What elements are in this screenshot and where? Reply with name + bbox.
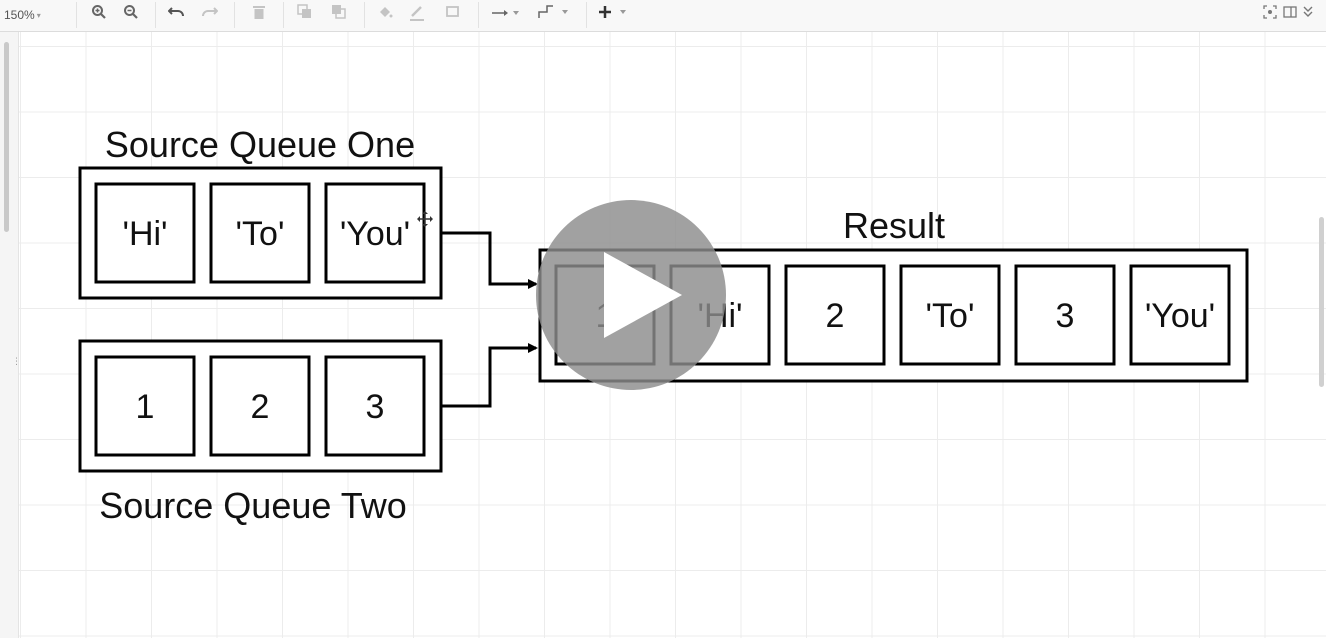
fill-color-icon[interactable] [374, 4, 396, 26]
toolbar-separator [76, 2, 77, 28]
zoom-dropdown[interactable]: 150%▾ [4, 4, 60, 26]
format-panel-icon[interactable] [1282, 4, 1298, 26]
source-queue-two-title: Source Queue Two [99, 485, 407, 526]
queue-cell-label: 'To' [236, 215, 285, 253]
scrollbar-thumb[interactable] [1319, 217, 1324, 387]
zoom-label: 150% [4, 8, 35, 22]
redo-icon[interactable] [198, 4, 220, 26]
connector-arrow[interactable] [441, 343, 538, 408]
result-cell[interactable] [1014, 264, 1116, 366]
result-cell[interactable] [899, 264, 1001, 366]
fit-icon[interactable] [1262, 4, 1278, 26]
queue-cell[interactable] [324, 182, 426, 284]
play-button[interactable] [536, 200, 726, 390]
zoom-in-icon[interactable] [88, 4, 110, 26]
collapse-icon[interactable] [1300, 4, 1316, 26]
queue-cell-label: 1 [136, 388, 155, 426]
queue-cell[interactable] [94, 182, 196, 284]
connector-arrow[interactable] [441, 231, 538, 289]
undo-icon[interactable] [166, 4, 188, 26]
toolbar-separator [364, 2, 365, 28]
play-icon [604, 252, 682, 338]
left-scrollbar[interactable] [0, 32, 19, 638]
result-cell-label: 2 [826, 297, 845, 335]
to-front-icon[interactable] [294, 4, 316, 26]
right-scrollbar[interactable] [1318, 32, 1326, 638]
connection-icon[interactable] [488, 4, 524, 26]
delete-icon[interactable] [248, 4, 270, 26]
scrollbar-thumb[interactable] [4, 42, 9, 232]
result-title: Result [843, 205, 945, 246]
result-cell-label: 'You' [1145, 297, 1215, 335]
queue-cell[interactable] [209, 355, 311, 457]
shadow-icon[interactable] [442, 4, 464, 26]
toolbar-separator [234, 2, 235, 28]
toolbar-separator [155, 2, 156, 28]
toolbar-separator [586, 2, 587, 28]
queue-cell[interactable] [324, 355, 426, 457]
result-cell-label: 'To' [926, 297, 975, 335]
toolbar: 150%▾ [0, 0, 1326, 32]
queue-cell-label: 3 [366, 388, 385, 426]
line-color-icon[interactable] [406, 4, 428, 26]
diagram-canvas[interactable] [0, 32, 1326, 638]
queue-cell[interactable] [209, 182, 311, 284]
result-cell[interactable] [1129, 264, 1231, 366]
queue-cell[interactable] [94, 355, 196, 457]
chevron-down-icon: ▾ [36, 11, 41, 20]
move-cursor-icon [417, 211, 433, 227]
result-cell-label: 3 [1056, 297, 1075, 335]
result-cell[interactable] [784, 264, 886, 366]
queue-cell-label: 'You' [340, 215, 410, 253]
source-queue-one-title: Source Queue One [105, 124, 415, 165]
queue-cell-label: 'Hi' [122, 215, 167, 253]
zoom-out-icon[interactable] [120, 4, 142, 26]
resize-handle-icon[interactable]: ⋮ [12, 356, 21, 366]
toolbar-separator [283, 2, 284, 28]
insert-icon[interactable] [596, 4, 632, 26]
queue-cell-label: 2 [251, 388, 270, 426]
to-back-icon[interactable] [328, 4, 350, 26]
toolbar-separator [478, 2, 479, 28]
waypoints-icon[interactable] [536, 4, 572, 26]
